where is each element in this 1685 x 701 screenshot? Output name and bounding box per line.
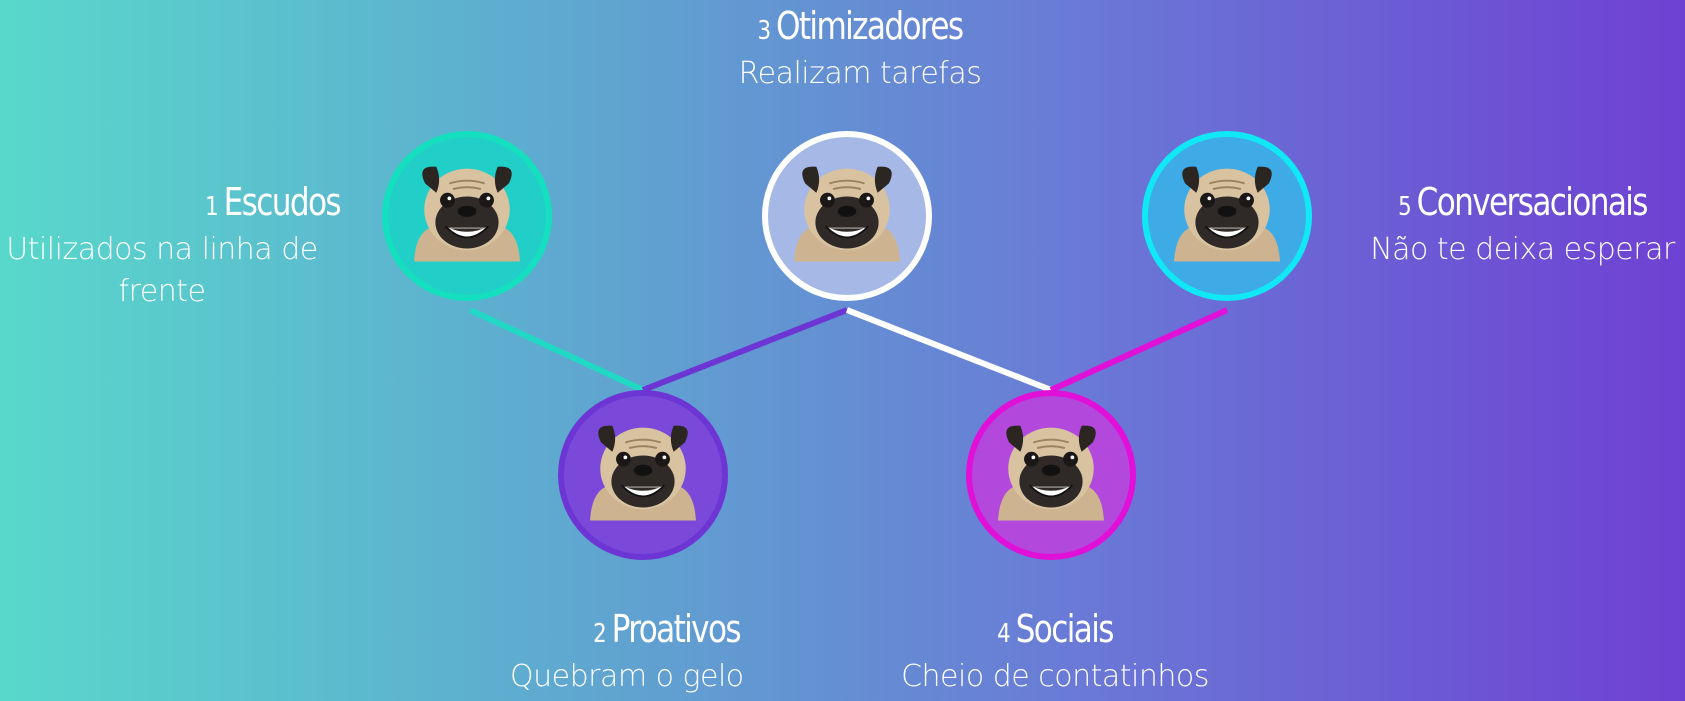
node-description: Não te deixa esperar — [1370, 232, 1675, 267]
node-number: 2 — [593, 619, 607, 649]
node-description: Utilizados na linha de frente — [6, 232, 318, 309]
node-description: Realizam tarefas — [738, 56, 982, 91]
node-description: Cheio de contatinhos — [901, 659, 1209, 694]
node-number: 4 — [997, 619, 1011, 649]
pug-dog-icon — [998, 425, 1104, 521]
pug-dog-icon — [414, 166, 520, 262]
pug-dog-icon — [590, 425, 696, 521]
node-otimizadores — [762, 131, 932, 301]
connector-1-2 — [468, 307, 645, 393]
node-description: Quebram o gelo — [510, 659, 744, 694]
pug-dog-icon — [794, 166, 900, 262]
pug-dog-icon — [1174, 166, 1280, 262]
connector-5-4 — [1049, 307, 1229, 393]
connector-3-2 — [641, 307, 849, 393]
node-number: 1 — [205, 192, 219, 222]
node-conversacionais — [1142, 131, 1312, 301]
node-escudos — [382, 131, 552, 301]
connector-3-4 — [845, 307, 1053, 393]
node-proativos — [558, 390, 728, 560]
node-sociais — [966, 390, 1136, 560]
node-number: 3 — [757, 16, 772, 46]
node-number: 5 — [1398, 192, 1412, 222]
